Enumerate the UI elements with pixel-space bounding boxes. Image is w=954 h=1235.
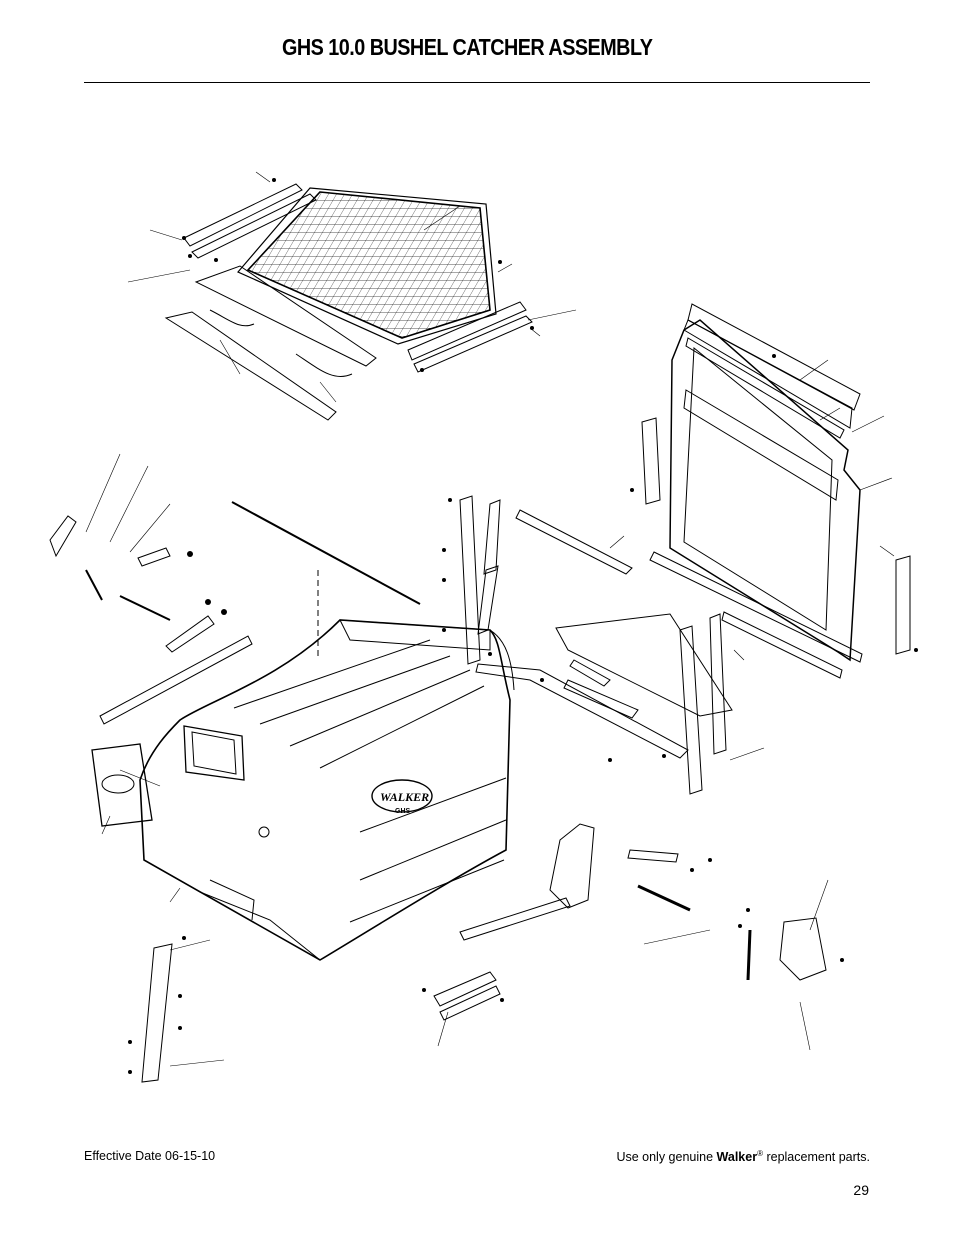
right-hinge-cylinders <box>459 823 827 981</box>
leader-lines <box>85 171 895 1067</box>
notice-suffix: replacement parts. <box>766 1150 870 1165</box>
effective-date: Effective Date 06-15-10 <box>84 1149 216 1163</box>
lower-brackets <box>433 971 501 1021</box>
notice-prefix: Use only genuine <box>616 1150 714 1165</box>
side-door-panel <box>91 743 153 827</box>
hopper-body <box>139 619 515 961</box>
notice-brand: Walker <box>716 1150 758 1165</box>
long-rod <box>231 501 421 660</box>
side-frames <box>459 495 733 795</box>
genuine-parts-notice: Use only genuine Walker® replacement par… <box>616 1149 870 1164</box>
walker-logo: WALKER GHS <box>371 779 433 815</box>
page-number: 29 <box>853 1182 869 1198</box>
exploded-parts-diagram: WALKER GHS <box>49 171 918 1083</box>
top-rails <box>164 183 533 421</box>
mesh-screen <box>237 187 497 345</box>
logo-subtext: GHS <box>395 808 411 815</box>
logo-text: WALKER <box>380 790 429 804</box>
fasteners <box>128 178 918 1074</box>
tailgate-frame <box>641 303 911 679</box>
page-title: GHS 10.0 BUSHEL CATCHER ASSEMBLY <box>282 34 653 60</box>
lower-strap <box>141 943 173 1083</box>
registered-mark: ® <box>757 1149 763 1158</box>
left-hinge-brackets <box>49 515 253 725</box>
title-rule <box>84 82 870 83</box>
